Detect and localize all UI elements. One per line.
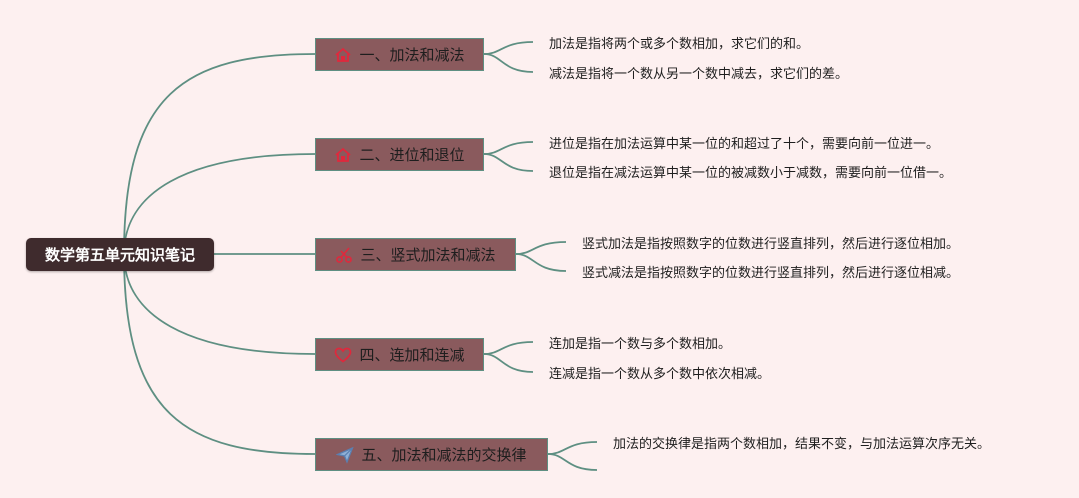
branch-leaf-connector [483, 153, 534, 172]
branch-node-1[interactable]: 一、加法和减法 [315, 38, 484, 71]
leaf-text: 连减是指一个数从多个数中依次相减。 [549, 367, 771, 382]
branch-label: 五、加法和减法的交换律 [361, 446, 527, 464]
branch-leaf-connector [547, 453, 598, 471]
branch-node-2[interactable]: 二、进位和退位 [315, 138, 484, 171]
branch-leaf-connector [483, 353, 534, 373]
house-icon [334, 146, 352, 164]
house-icon [334, 46, 352, 64]
heart-icon [334, 346, 352, 364]
leaf-text: 竖式加法是指按照数字的位数进行竖直排列，然后进行逐位相加。 [582, 237, 960, 252]
branch-leaf-connector [483, 341, 534, 355]
branch-label: 四、连加和连减 [359, 346, 465, 364]
branch-label: 三、竖式加法和减法 [360, 246, 496, 264]
root-branch-connector [123, 53, 316, 255]
branch-label: 一、加法和减法 [359, 46, 465, 64]
branch-leaf-connector [515, 241, 567, 255]
leaf-text: 退位是指在减法运算中某一位的被减数小于减数，需要向前一位借一。 [549, 166, 953, 181]
leaf-text: 加法的交换律是指两个数相加，结果不变，与加法运算次序无关。 [613, 437, 991, 452]
root-title: 数学第五单元知识笔记 [44, 246, 195, 264]
root-node[interactable]: 数学第五单元知识笔记 [26, 238, 214, 271]
leaf-text: 加法是指将两个或多个数相加，求它们的和。 [549, 37, 810, 52]
branch-leaf-connector [547, 441, 598, 455]
scissors-icon [335, 246, 353, 264]
root-branch-connector [123, 153, 316, 255]
leaf-text: 连加是指一个数与多个数相加。 [549, 337, 732, 352]
branch-leaf-connector [483, 53, 534, 73]
branch-node-5[interactable]: 五、加法和减法的交换律 [315, 438, 548, 471]
leaf-text: 减法是指将一个数从另一个数中减去，求它们的差。 [549, 67, 849, 82]
leaf-text: 进位是指在加法运算中某一位的和超过了十个，需要向前一位进一。 [549, 137, 940, 152]
paper-plane-icon [336, 446, 355, 464]
root-branch-connector [123, 253, 316, 355]
branch-leaf-connector [483, 141, 534, 155]
branch-node-4[interactable]: 四、连加和连减 [315, 338, 484, 371]
branch-leaf-connector [515, 253, 567, 272]
branch-node-3[interactable]: 三、竖式加法和减法 [315, 238, 516, 271]
leaf-text: 竖式减法是指按照数字的位数进行竖直排列，然后进行逐位相减。 [582, 266, 960, 281]
branch-leaf-connector [483, 41, 534, 55]
branch-label: 二、进位和退位 [359, 146, 465, 164]
root-branch-connector [123, 253, 316, 455]
